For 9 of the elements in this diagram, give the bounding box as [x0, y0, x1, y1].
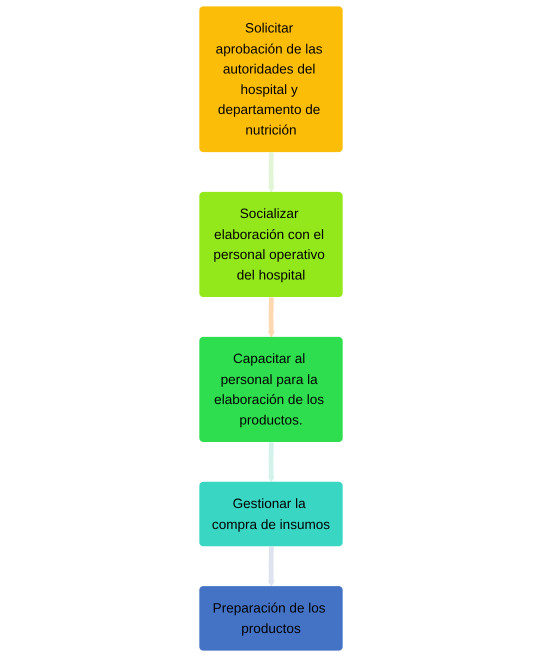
- node-box: Solicitar aprobación de las autoridades del hospital y departamento de nutrición: [198, 6, 342, 152]
- node-box: Preparación de los productos: [198, 586, 342, 651]
- arrow: [267, 152, 274, 193]
- arrow: [267, 546, 274, 587]
- node-box: Gestionar la compra de insumos: [198, 482, 342, 546]
- arrow: [267, 297, 274, 338]
- arrow: [267, 442, 274, 483]
- node-box: Capacitar al personal para la elaboración de los productos.: [198, 336, 342, 442]
- node-box: Socializar elaboración con el personal operativo del hospital: [198, 192, 342, 298]
